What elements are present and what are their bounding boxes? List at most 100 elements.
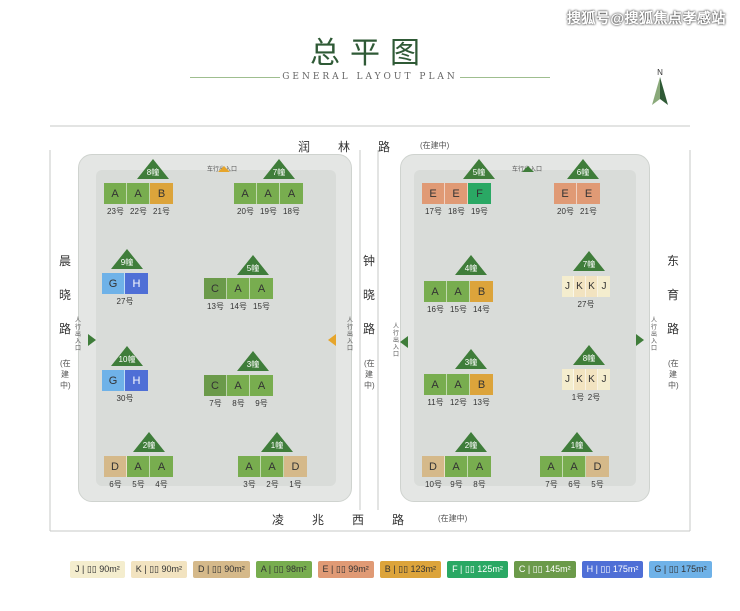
unit-block: K — [574, 276, 586, 297]
legend-item-a: A | ▯▯ 98m² — [255, 561, 312, 578]
building-number: 15号 — [253, 302, 270, 311]
building-number: 21号 — [153, 207, 170, 216]
triangle-marker-icon — [263, 159, 295, 179]
triangle-marker-icon — [573, 251, 605, 271]
unit-block: D — [284, 456, 307, 477]
gate-arrow-icon — [328, 334, 336, 346]
building-tag: 7幢 — [262, 158, 296, 180]
building-tag-label: 3幢 — [246, 360, 260, 369]
building-number: 12号 — [450, 398, 467, 407]
site-west-yard — [96, 170, 336, 486]
legend-item-f: F | ▯▯ 125m² — [447, 561, 508, 578]
road-middle-status: (在建中) — [364, 359, 375, 390]
building-number: 13号 — [207, 302, 224, 311]
building-number: 16号 — [427, 305, 444, 314]
building-number: 3号 — [243, 480, 256, 489]
unit-block: A — [540, 456, 563, 477]
unit-block: J — [562, 369, 574, 390]
building-number: 10号 — [425, 480, 442, 489]
building-tag: 5幢 — [462, 158, 496, 180]
unit-block: A — [424, 281, 447, 302]
building-number: 14号 — [473, 305, 490, 314]
building-number: 9号 — [255, 399, 268, 408]
triangle-marker-icon — [455, 255, 487, 275]
road-left-status: (在建中) — [60, 359, 71, 390]
unit-block: J — [598, 276, 610, 297]
gate-arrow-icon — [88, 334, 96, 346]
building-tag-label: 8幢 — [582, 354, 596, 363]
unit-block: D — [104, 456, 127, 477]
building-tag-label: 4幢 — [464, 264, 478, 273]
compass-label: N — [657, 68, 663, 77]
watermark: 搜狐号@搜狐焦点孝感站 — [566, 10, 726, 26]
road-right-status: (在建中) — [668, 359, 679, 390]
unit-block: B — [150, 183, 173, 204]
unit-block: A — [280, 183, 303, 204]
unit-block: E — [554, 183, 577, 204]
gate-arrow-icon — [400, 336, 408, 348]
unit-block: A — [261, 456, 284, 477]
building-tag: 2幢 — [454, 431, 488, 453]
legend-item-k: K | ▯▯ 90m² — [130, 561, 188, 578]
triangle-marker-icon — [455, 432, 487, 452]
unit-block: C — [204, 278, 227, 299]
building-number: 6号 — [109, 480, 122, 489]
road-bottom-name: 凌兆西路 — [272, 513, 433, 527]
building-number: 5号 — [591, 480, 604, 489]
legend-item-j: J | ▯▯ 90m² — [70, 561, 125, 578]
building-number: 8号 — [473, 480, 486, 489]
building-tag: 3幢 — [236, 350, 270, 372]
legend-item-g: G | ▯▯ 175m² — [649, 561, 712, 578]
road-right-name: 东育路 — [666, 254, 679, 336]
unit-block: K — [586, 276, 598, 297]
building-number: 5号 — [132, 480, 145, 489]
triangle-marker-icon — [137, 159, 169, 179]
building-tag-label: 7幢 — [272, 168, 286, 177]
building-tag-label: 5幢 — [472, 168, 486, 177]
unit-block: A — [563, 456, 586, 477]
triangle-marker-icon — [567, 159, 599, 179]
unit-block: G — [102, 370, 125, 391]
unit-block: H — [125, 273, 148, 294]
triangle-marker-icon — [463, 159, 495, 179]
unit-block: E — [577, 183, 600, 204]
building-tag: 1幢 — [260, 431, 294, 453]
unit-block: A — [250, 278, 273, 299]
building-tag-label: 2幢 — [142, 441, 156, 450]
triangle-marker-icon — [133, 432, 165, 452]
unit-block: J — [562, 276, 574, 297]
unit-block: C — [204, 375, 227, 396]
road-top-name: 润林路 — [298, 140, 419, 154]
triangle-marker-icon — [561, 432, 593, 452]
building-number: 7号 — [545, 480, 558, 489]
unit-block: J — [598, 369, 610, 390]
unit-block: B — [470, 281, 493, 302]
unit-block: A — [447, 374, 470, 395]
unit-block: D — [422, 456, 445, 477]
building-number: 21号 — [580, 207, 597, 216]
page-title: 总平图 — [310, 36, 430, 71]
road-middle-name: 钟晓路 — [362, 254, 375, 336]
unit-block: A — [227, 278, 250, 299]
unit-block: A — [127, 183, 150, 204]
building-number: 23号 — [107, 207, 124, 216]
compass: N — [646, 68, 674, 108]
triangle-marker-icon — [573, 345, 605, 365]
gate-middle-pedestrian: 人行出入口 — [346, 318, 353, 352]
gate-west-pedestrian: 人行出入口 — [74, 318, 81, 352]
unit-block: B — [470, 374, 493, 395]
building-number: 2号 — [587, 393, 601, 402]
